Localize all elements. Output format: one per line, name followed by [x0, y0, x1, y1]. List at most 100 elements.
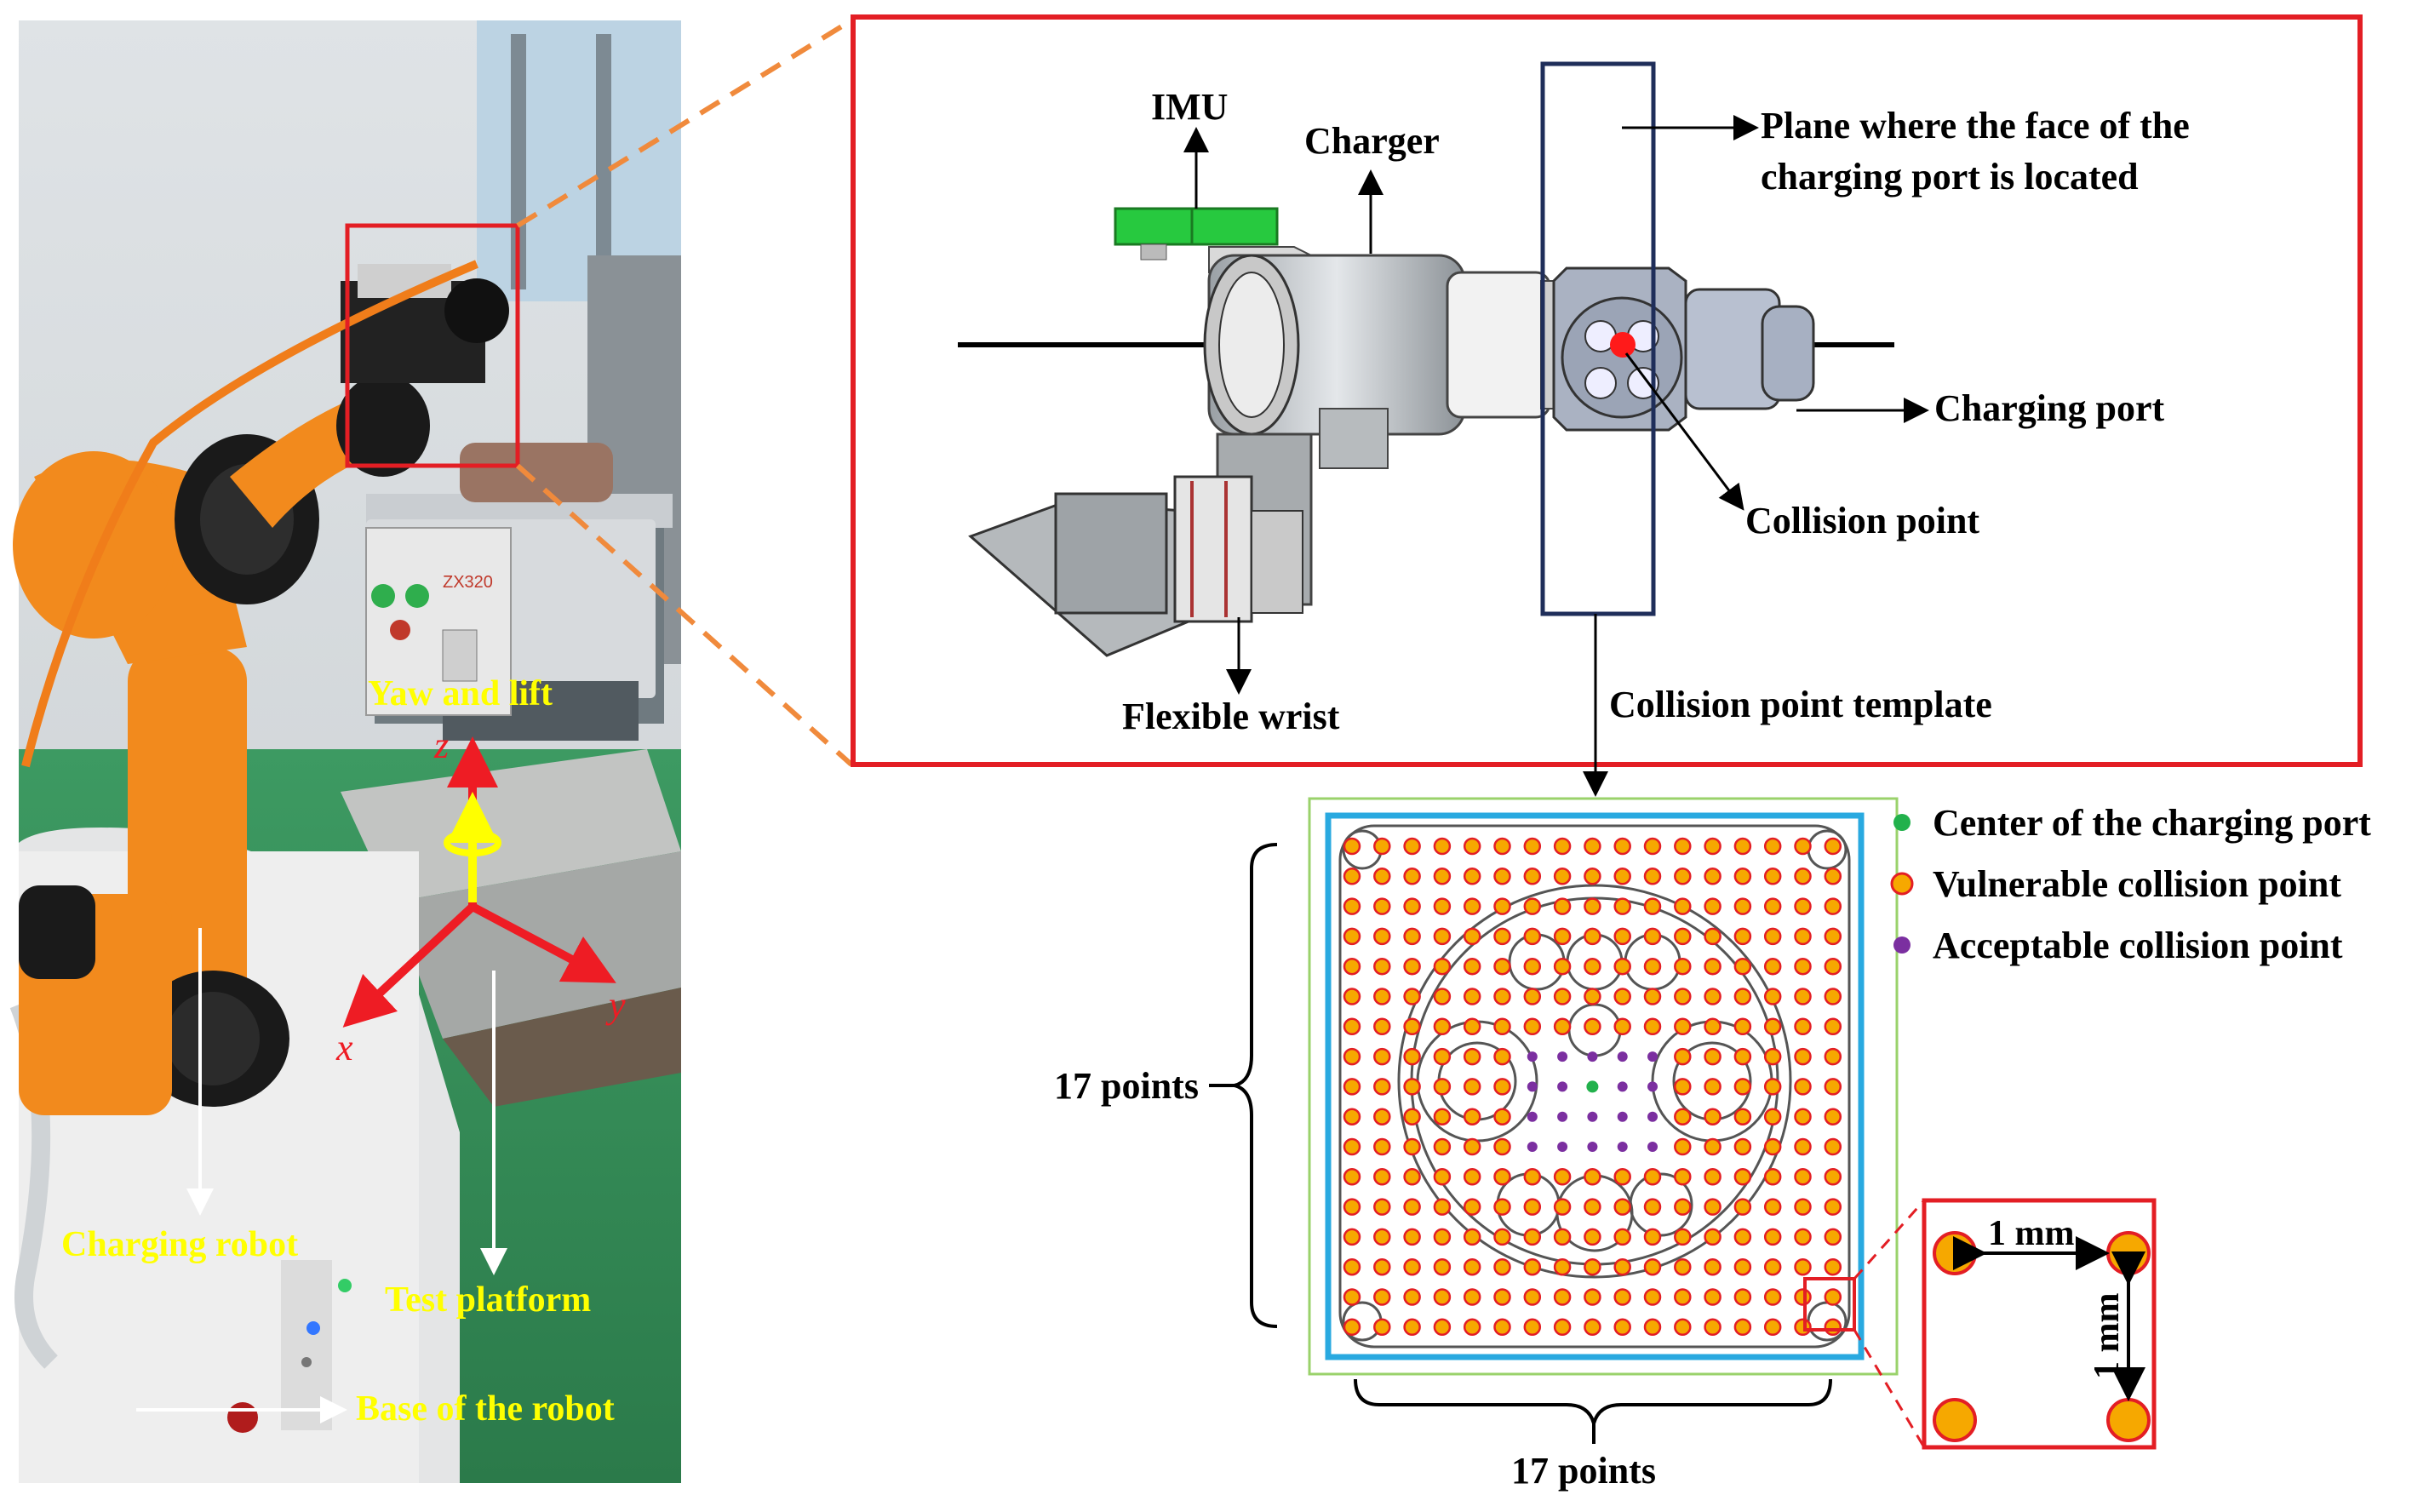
grid-point-vulnerable	[1763, 1108, 1782, 1125]
grid-point-vulnerable	[1584, 1198, 1601, 1216]
grid-point-vulnerable	[1523, 868, 1542, 885]
grid-point-vulnerable	[1674, 1288, 1692, 1306]
legend-vulnerable-swatch	[1890, 872, 1914, 896]
grid-point-vulnerable	[1704, 837, 1721, 856]
grid-point-vulnerable	[1763, 1257, 1782, 1276]
spacing-inset: 1 mm 1 mm	[1922, 1198, 2157, 1450]
grid-point-vulnerable	[1373, 1228, 1391, 1246]
legend-acceptable-label: Acceptable collision point	[1933, 925, 2343, 966]
grid-point-vulnerable	[1824, 1137, 1842, 1156]
inset-point	[2106, 1231, 2151, 1275]
grid-point-vulnerable	[1824, 988, 1842, 1005]
grid-point-vulnerable	[1613, 1288, 1631, 1306]
grid-point-vulnerable	[1403, 1257, 1421, 1276]
grid-point-vulnerable	[1674, 1257, 1692, 1276]
grid-point-vulnerable	[1794, 868, 1812, 885]
grid-point-vulnerable	[1674, 868, 1692, 885]
grid-point-vulnerable	[1584, 1017, 1601, 1036]
grid-point-vulnerable	[1343, 837, 1361, 856]
grid-point-vulnerable	[1493, 1198, 1511, 1216]
photo-highlight-box	[345, 223, 520, 468]
axis-x-label: x	[335, 1027, 353, 1068]
grid-point-vulnerable	[1704, 868, 1721, 885]
grid-point-vulnerable	[1733, 1228, 1752, 1246]
grid-point-vulnerable	[1824, 1078, 1842, 1096]
grid-point-vulnerable	[1463, 1257, 1481, 1276]
grid-point-vulnerable	[1763, 1228, 1782, 1246]
grid-point-vulnerable	[1704, 1137, 1721, 1156]
grid-point-vulnerable	[1613, 868, 1631, 885]
grid-point-vulnerable	[1403, 1017, 1421, 1036]
grid-point-vulnerable	[1674, 1047, 1692, 1066]
grid-point-acceptable	[1587, 1111, 1598, 1122]
grid-point-vulnerable	[1403, 1198, 1421, 1216]
grid-point-vulnerable	[1523, 897, 1542, 915]
grid-point-vulnerable	[1733, 1108, 1752, 1125]
grid-point-vulnerable	[1343, 927, 1361, 946]
grid-point-acceptable	[1587, 1051, 1598, 1062]
grid-point-vulnerable	[1643, 868, 1662, 885]
grid-point-vulnerable	[1613, 1318, 1631, 1337]
grid-point-vulnerable	[1463, 1198, 1481, 1216]
grid-point-vulnerable	[1674, 897, 1692, 915]
grid-point-vulnerable	[1373, 1257, 1391, 1276]
photo-panel: ZX320 z x y Yaw and lift Charging robot …	[9, 20, 681, 1483]
grid-point-vulnerable	[1553, 957, 1572, 976]
grid-point-vulnerable	[1493, 988, 1511, 1005]
grid-point-vulnerable	[1463, 1228, 1481, 1246]
grid-point-vulnerable	[1824, 1198, 1842, 1216]
grid-point-vulnerable	[1763, 1288, 1782, 1306]
grid-point-vulnerable	[1553, 1168, 1572, 1186]
grid-point-vulnerable	[1824, 1017, 1842, 1036]
collision-point-grid	[1343, 837, 1842, 1337]
grid-point-vulnerable	[1704, 897, 1721, 915]
template-panel: 17 points 17 points Center of the chargi…	[1054, 797, 2371, 1492]
coordinate-axes: z x y	[335, 724, 626, 1068]
grid-point-vulnerable	[1824, 1168, 1842, 1186]
grid-point-vulnerable	[1584, 897, 1601, 915]
grid-point-vulnerable	[1733, 927, 1752, 946]
grid-point-vulnerable	[1403, 927, 1421, 946]
grid-point-vulnerable	[1493, 1228, 1511, 1246]
charger-label: Charger	[1304, 120, 1440, 162]
grid-point-vulnerable	[1643, 1168, 1662, 1186]
grid-point-vulnerable	[1433, 927, 1452, 946]
grid-point-vulnerable	[1553, 897, 1572, 915]
grid-point-vulnerable	[1343, 1108, 1361, 1125]
grid-point-vulnerable	[1733, 1168, 1752, 1186]
grid-point-vulnerable	[1463, 837, 1481, 856]
grid-point-vulnerable	[1824, 1288, 1842, 1306]
grid-point-vulnerable	[1463, 1318, 1481, 1337]
grid-point-vulnerable	[1463, 988, 1481, 1005]
grid-point-vulnerable	[1704, 927, 1721, 946]
grid-point-vulnerable	[1763, 837, 1782, 856]
grid-point-vulnerable	[1763, 1017, 1782, 1036]
grid-point-vulnerable	[1403, 1047, 1421, 1066]
grid-point-vulnerable	[1493, 957, 1511, 976]
grid-point-vulnerable	[1433, 1017, 1452, 1036]
grid-point-vulnerable	[1763, 988, 1782, 1005]
grid-point-vulnerable	[1523, 1288, 1542, 1306]
grid-point-vulnerable	[1824, 1257, 1842, 1276]
grid-point-vulnerable	[1733, 1078, 1752, 1096]
grid-point-vulnerable	[1493, 1047, 1511, 1066]
grid-point-vulnerable	[1403, 897, 1421, 915]
grid-point-vulnerable	[1733, 1047, 1752, 1066]
grid-point-vulnerable	[1794, 1017, 1812, 1036]
grid-point-vulnerable	[1613, 988, 1631, 1005]
grid-point-vulnerable	[1674, 837, 1692, 856]
grid-point-vulnerable	[1463, 1288, 1481, 1306]
grid-point-vulnerable	[1584, 1288, 1601, 1306]
grid-point-vulnerable	[1674, 1078, 1692, 1096]
grid-point-vulnerable	[1403, 1078, 1421, 1096]
grid-point-acceptable	[1647, 1051, 1658, 1062]
inset-spacing-v-label: 1 mm	[2088, 1293, 2127, 1379]
grid-point-vulnerable	[1403, 1228, 1421, 1246]
inset-spacing-h-label: 1 mm	[1988, 1214, 2074, 1253]
grid-point-vulnerable	[1463, 957, 1481, 976]
grid-point-vulnerable	[1763, 957, 1782, 976]
grid-point-vulnerable	[1343, 1198, 1361, 1216]
grid-point-vulnerable	[1493, 1108, 1511, 1125]
grid-point-vulnerable	[1523, 927, 1542, 946]
grid-point-vulnerable	[1553, 1288, 1572, 1306]
